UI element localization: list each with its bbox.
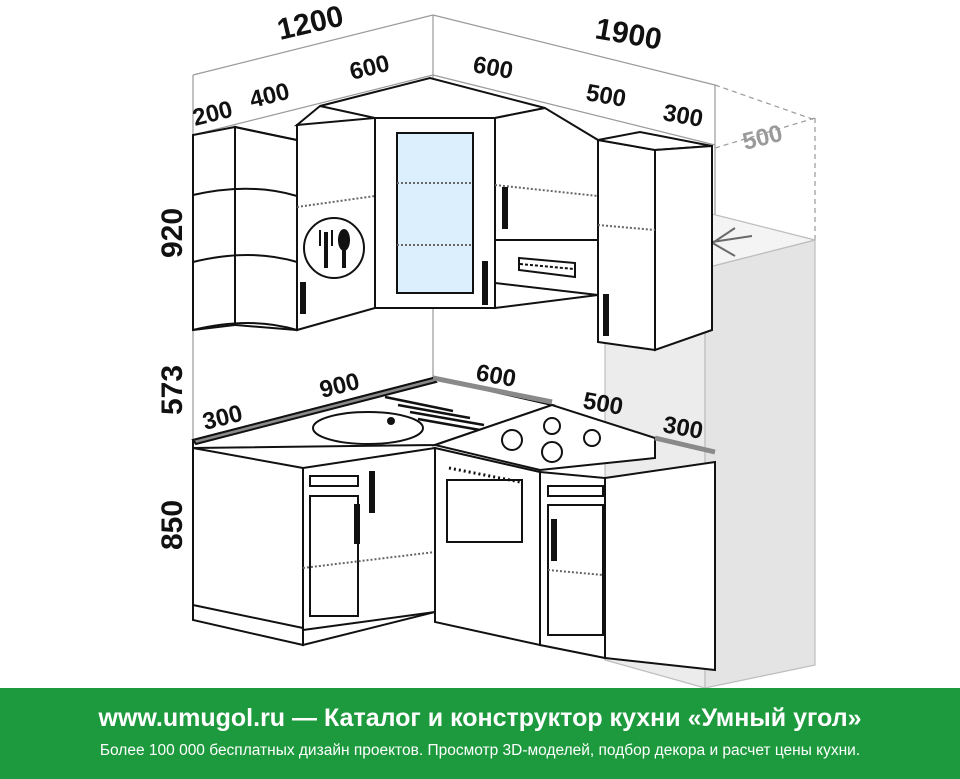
sink-icon [312,411,424,445]
footer-banner: www.umugol.ru — Каталог и конструктор ку… [0,688,960,779]
dim-upper-right-600: 600 [471,51,515,85]
cutlery-icon [303,217,365,279]
dim-upper-right-300: 300 [661,99,705,133]
footer-title: Каталог и конструктор кухни «Умный угол» [323,704,862,732]
upper-open-shelves [192,125,298,332]
drainboard-icon [384,395,485,432]
upper-right-cabinets [494,106,713,352]
range-hood [494,239,599,297]
footer-separator: — [292,704,318,732]
oven [434,446,541,647]
footer-headline: www.umugol.ru — Каталог и конструктор ку… [0,702,960,734]
site-link[interactable]: www.umugol.ru [98,704,286,732]
dim-upper-left-400: 400 [247,78,292,114]
dim-upper-right-500: 500 [584,79,628,113]
base-corner-cabinet [192,446,436,647]
footer-subtitle: Более 100 000 бесплатных дизайн проектов… [99,742,861,759]
dim-upper-left-600: 600 [347,50,392,86]
base-right-cabinet [539,460,716,672]
dim-height-upper: 920 [156,208,189,258]
dim-height-base: 850 [156,500,189,550]
cooktop-icon [501,417,601,463]
upper-cabinet-cutlery [293,104,376,332]
countertop-left [191,375,556,450]
countertop-right [431,403,716,472]
dim-fridge-depth: 500 [740,120,785,156]
kitchen-drawing: 1200 1900 200 400 600 600 500 300 500 92… [156,0,816,688]
dim-height-gap: 573 [156,365,189,415]
dim-width-top-right: 1900 [593,12,664,56]
